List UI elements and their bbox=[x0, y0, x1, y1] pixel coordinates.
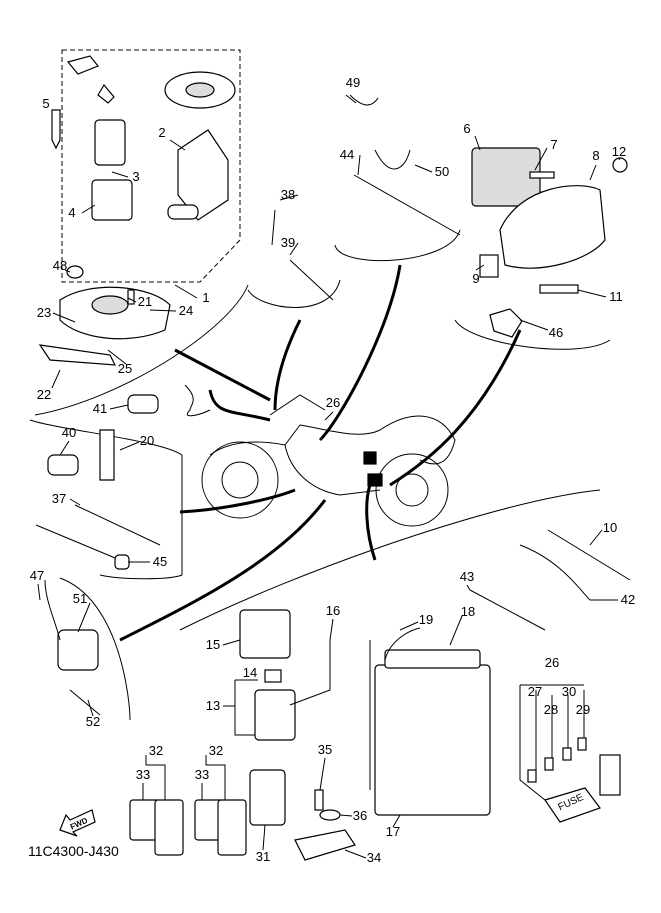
leader-fuel-group bbox=[174, 348, 271, 402]
label-38: 38 bbox=[281, 187, 295, 202]
motorcycle-outline bbox=[201, 394, 456, 527]
leader-band44 bbox=[318, 264, 402, 442]
label-32-b: 32 bbox=[209, 743, 223, 758]
label-25: 25 bbox=[118, 361, 132, 376]
sensor-parts bbox=[47, 394, 159, 570]
drawing-code: 11C4300-J430 bbox=[28, 843, 119, 859]
label-30: 30 bbox=[562, 684, 576, 699]
leader-coil bbox=[119, 499, 327, 642]
label-33: 33 bbox=[136, 767, 150, 782]
key-set-dashed-outline bbox=[61, 49, 241, 283]
label-16: 16 bbox=[326, 603, 340, 618]
label-31: 31 bbox=[256, 849, 270, 864]
label-12: 12 bbox=[612, 144, 626, 159]
label-9: 9 bbox=[472, 271, 479, 286]
label-32: 32 bbox=[149, 743, 163, 758]
label-18: 18 bbox=[461, 604, 475, 619]
label-35: 35 bbox=[318, 742, 332, 757]
label-50: 50 bbox=[435, 164, 449, 179]
label-15: 15 bbox=[206, 637, 220, 652]
label-7: 7 bbox=[550, 137, 557, 152]
label-20: 20 bbox=[140, 433, 154, 448]
label-24: 24 bbox=[179, 303, 193, 318]
label-34: 34 bbox=[367, 850, 381, 865]
label-36: 36 bbox=[353, 808, 367, 823]
label-47: 47 bbox=[30, 568, 44, 583]
label-3: 3 bbox=[132, 169, 139, 184]
label-46: 46 bbox=[549, 325, 563, 340]
label-33-b: 33 bbox=[195, 767, 209, 782]
label-10: 10 bbox=[603, 520, 617, 535]
label-28: 28 bbox=[544, 702, 558, 717]
label-2: 2 bbox=[158, 125, 165, 140]
leader-sensors bbox=[179, 488, 296, 514]
cable-ties bbox=[35, 94, 631, 631]
fuel-cap-parts bbox=[38, 265, 171, 366]
label-27: 27 bbox=[528, 684, 542, 699]
group-outline-bands bbox=[247, 279, 341, 308]
label-1: 1 bbox=[202, 290, 209, 305]
label-45: 45 bbox=[153, 554, 167, 569]
electrical-parts: FUSE bbox=[129, 609, 621, 861]
ignition-coil bbox=[44, 579, 101, 716]
label-5: 5 bbox=[42, 96, 49, 111]
label-23: 23 bbox=[37, 305, 51, 320]
label-37: 37 bbox=[52, 491, 66, 506]
regulator-parts bbox=[471, 147, 628, 338]
group-outline-fuel-cap bbox=[34, 284, 249, 416]
label-40: 40 bbox=[62, 425, 76, 440]
key-set bbox=[51, 55, 236, 221]
group-outline-sensors bbox=[29, 419, 183, 580]
group-outline-regulator bbox=[454, 319, 611, 350]
label-26: 26 bbox=[326, 395, 340, 410]
label-29: 29 bbox=[576, 702, 590, 717]
leader-bands bbox=[273, 319, 302, 411]
group-outline-coil bbox=[59, 577, 131, 721]
leader-regulator bbox=[389, 329, 522, 487]
label-11: 11 bbox=[609, 289, 623, 304]
group-outline-41 bbox=[184, 384, 211, 417]
label-43: 43 bbox=[460, 569, 474, 584]
label-41: 41 bbox=[93, 401, 107, 416]
fwd-arrow: FWD bbox=[59, 809, 96, 837]
label-48: 48 bbox=[53, 258, 67, 273]
label-4: 4 bbox=[68, 205, 75, 220]
label-21: 21 bbox=[138, 294, 152, 309]
label-14: 14 bbox=[243, 665, 257, 680]
group-outline-band-44 bbox=[334, 229, 461, 262]
part-labels: 1 2 3 4 5 6 7 8 9 10 11 12 13 14 15 16 1… bbox=[30, 75, 635, 865]
leader-41 bbox=[208, 389, 271, 422]
label-51: 51 bbox=[73, 591, 87, 606]
label-13: 13 bbox=[206, 698, 220, 713]
label-42: 42 bbox=[621, 592, 635, 607]
label-6: 6 bbox=[463, 121, 470, 136]
label-39: 39 bbox=[281, 235, 295, 250]
label-17: 17 bbox=[386, 824, 400, 839]
label-52: 52 bbox=[86, 714, 100, 729]
label-44: 44 bbox=[340, 147, 354, 162]
label-49: 49 bbox=[346, 75, 360, 90]
leader-battery bbox=[365, 484, 377, 561]
group-outline-electrical bbox=[179, 489, 601, 631]
label-22: 22 bbox=[37, 387, 51, 402]
label-19: 19 bbox=[419, 612, 433, 627]
label-26-fuse: 26 bbox=[545, 655, 559, 670]
label-8: 8 bbox=[592, 148, 599, 163]
